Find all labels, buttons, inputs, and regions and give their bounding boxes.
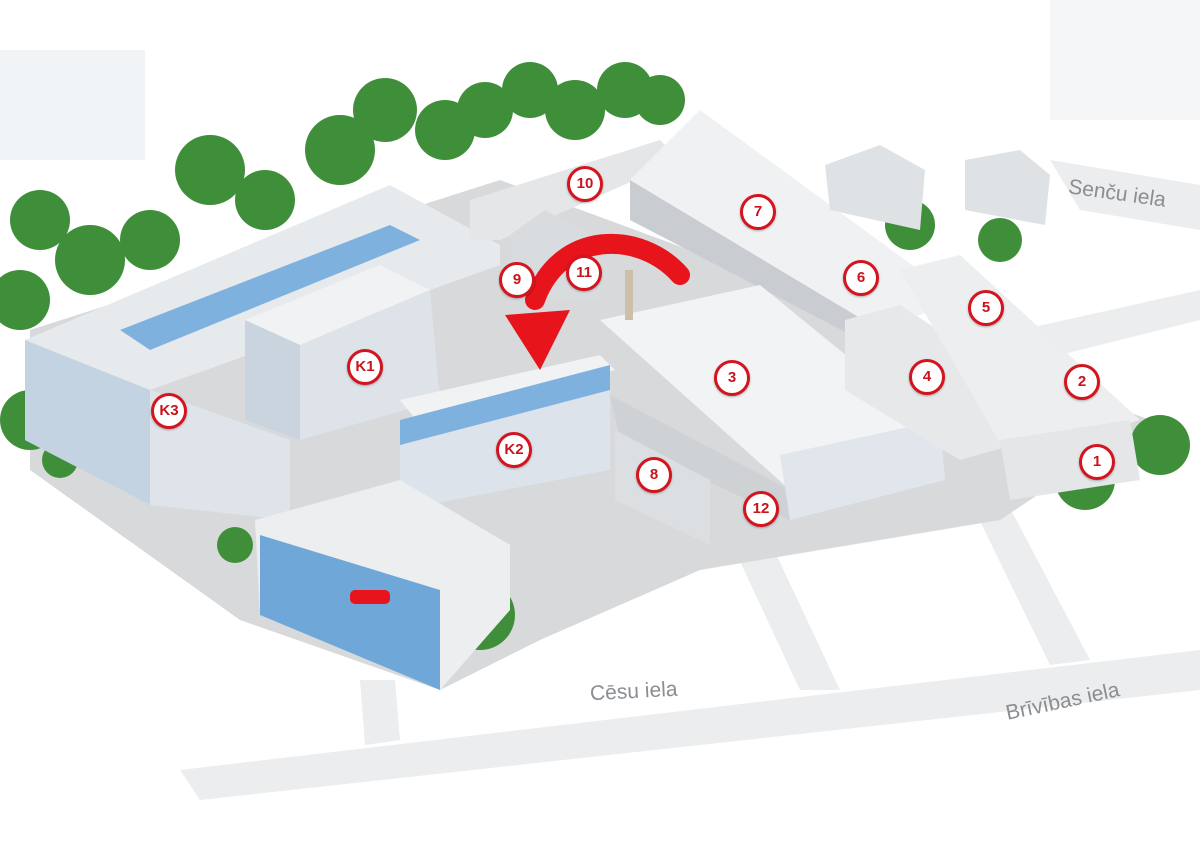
building-marker-7[interactable]: 7 [740,194,776,230]
building-marker-k1[interactable]: K1 [347,349,383,385]
building-marker-9[interactable]: 9 [499,262,535,298]
company-logo [350,590,390,604]
building-marker-12[interactable]: 12 [743,491,779,527]
street-label-cesu: Cēsu iela [589,677,679,706]
building-marker-3[interactable]: 3 [714,360,750,396]
building-marker-k3[interactable]: K3 [151,393,187,429]
building-marker-2[interactable]: 2 [1064,364,1100,400]
direction-arrow [505,233,690,370]
background-city [0,0,1200,160]
building-marker-10[interactable]: 10 [567,166,603,202]
building-marker-k2[interactable]: K2 [496,432,532,468]
building-marker-6[interactable]: 6 [843,260,879,296]
building-marker-8[interactable]: 8 [636,457,672,493]
building-marker-5[interactable]: 5 [968,290,1004,326]
building-marker-1[interactable]: 1 [1079,444,1115,480]
chimney [625,270,633,320]
building-marker-11[interactable]: 11 [566,255,602,291]
building-marker-4[interactable]: 4 [909,359,945,395]
